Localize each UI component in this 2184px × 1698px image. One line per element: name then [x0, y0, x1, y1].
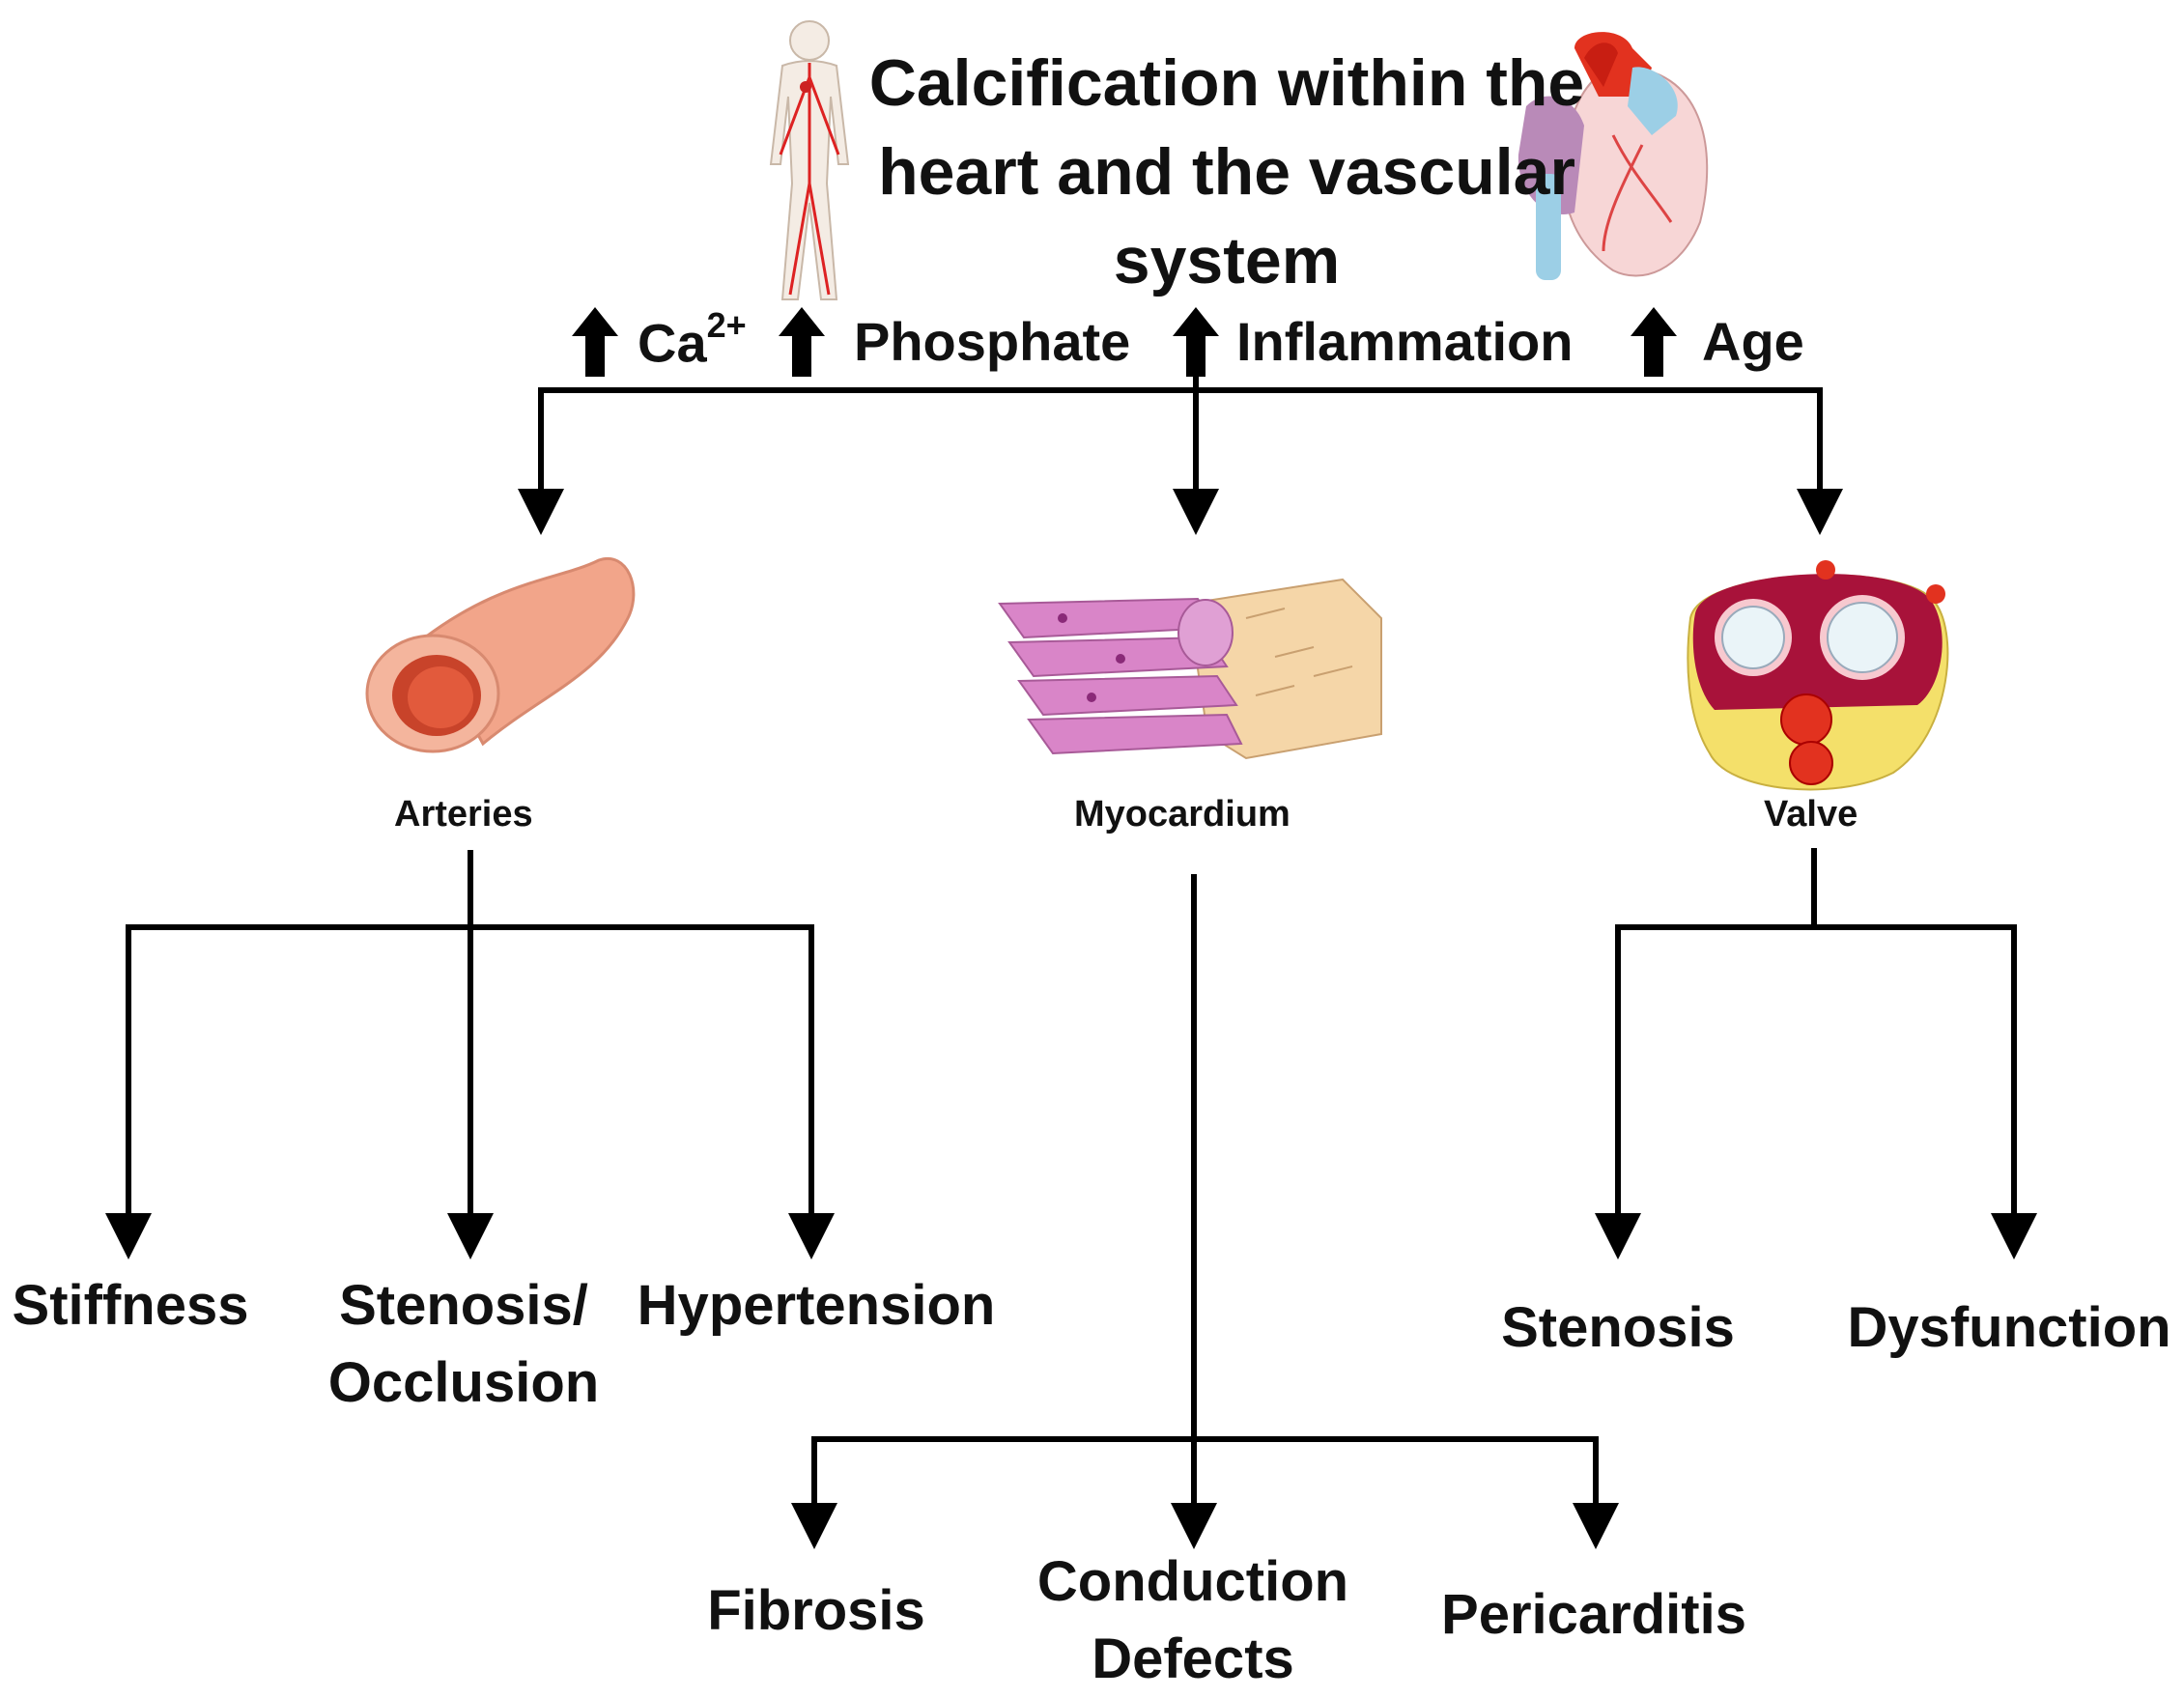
factor-calcium-charge: 2+ [706, 305, 747, 345]
arteries-branch-connector [105, 850, 835, 1259]
outcome-dysfunction: Dysfunction [1847, 1296, 2171, 1359]
outcome-fibrosis: Fibrosis [707, 1579, 925, 1642]
factor-phosphate: Phosphate [854, 311, 1131, 372]
factor-inflammation: Inflammation [1236, 311, 1574, 372]
valve-branch-connector [1595, 848, 2037, 1259]
tissue-arteries: Arteries [394, 794, 533, 835]
myocardium-icon [998, 578, 1382, 760]
diagram-title: Calcification within the heart and the v… [868, 46, 1585, 297]
factor-age: Age [1702, 311, 1804, 372]
outcome-valve-stenosis: Stenosis [1501, 1296, 1735, 1359]
heart-icon [1517, 32, 1709, 280]
tissue-myocardium: Myocardium [1074, 794, 1291, 835]
outcome-stiffness: Stiffness [12, 1274, 249, 1337]
artery-icon [365, 556, 636, 753]
outcome-stenosis-occlusion: Stenosis/ Occlusion [327, 1274, 600, 1414]
factor-calcium: Ca2+ [638, 305, 747, 375]
outcome-conduction-defects: Conduction Defects [1036, 1550, 1349, 1690]
factor-calcium-label: Ca [638, 312, 707, 374]
valve-icon [1687, 560, 1949, 791]
tissue-valve: Valve [1764, 794, 1858, 835]
increase-arrow-icon [572, 307, 1677, 377]
top-branch-connector [518, 377, 1843, 535]
human-body-icon [769, 20, 850, 300]
outcome-pericarditis: Pericarditis [1441, 1583, 1746, 1646]
myocardium-branch-connector [791, 874, 1619, 1549]
outcome-hypertension: Hypertension [637, 1274, 996, 1337]
